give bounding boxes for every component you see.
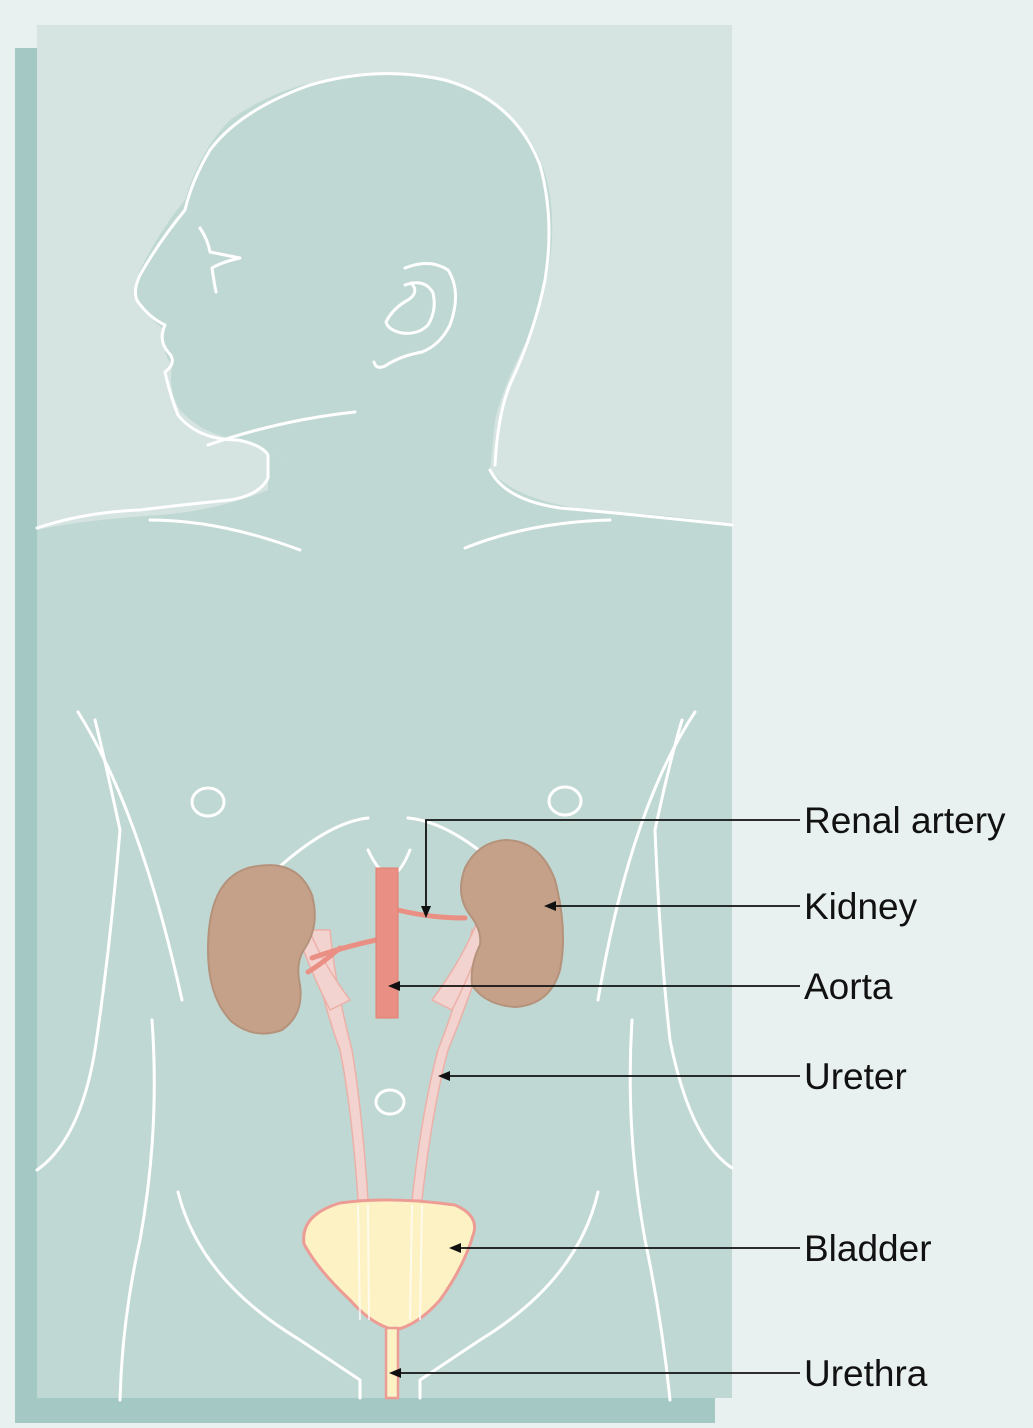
label-renal-artery: Renal artery <box>804 800 1006 841</box>
urethra <box>386 1328 398 1398</box>
label-kidney: Kidney <box>804 886 918 927</box>
right-kidney <box>461 840 563 1007</box>
label-aorta: Aorta <box>804 966 893 1007</box>
label-ureter: Ureter <box>804 1056 907 1097</box>
label-bladder: Bladder <box>804 1228 932 1269</box>
aorta <box>376 868 398 1018</box>
left-kidney <box>208 865 315 1033</box>
label-urethra: Urethra <box>804 1353 928 1394</box>
